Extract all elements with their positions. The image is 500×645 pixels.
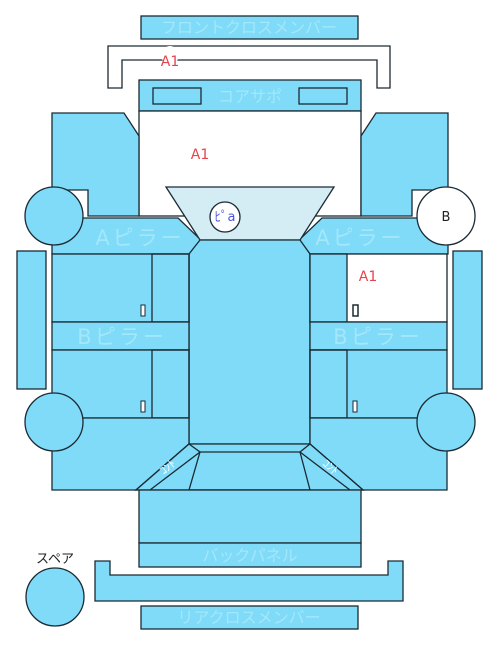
front-cross-member-label: フロントクロスメンバー bbox=[161, 18, 337, 37]
right-rear-door-handle bbox=[352, 400, 358, 413]
rear-bumper[interactable] bbox=[94, 560, 404, 602]
left-rear-wheel[interactable] bbox=[24, 392, 84, 452]
right-front-door-handle bbox=[352, 304, 359, 317]
windshield-mark: ﾋﾟa bbox=[215, 210, 236, 225]
back-panel[interactable] bbox=[138, 542, 362, 568]
right-rear-wheel[interactable] bbox=[416, 392, 476, 452]
spare-tire[interactable] bbox=[25, 567, 85, 627]
trunk-floor[interactable] bbox=[138, 489, 362, 544]
spare-label: スペア bbox=[36, 552, 74, 567]
right-front-door-pillar-strip bbox=[309, 253, 348, 323]
left-b-pillar[interactable] bbox=[51, 321, 190, 351]
left-b-pillar-label: Bピラー bbox=[77, 325, 166, 349]
front-cross-member[interactable] bbox=[140, 15, 359, 40]
core-support-left-opening bbox=[152, 87, 202, 105]
core-support-label: コアサポ bbox=[218, 87, 282, 106]
back-panel-label: バックパネル bbox=[202, 546, 297, 565]
rear-cross-member-label: リアクロスメンバー bbox=[177, 608, 320, 627]
hood-area-mark: A1 bbox=[191, 147, 209, 163]
right-front-wheel-mark: B bbox=[442, 210, 451, 225]
front-bumper-mark-bg bbox=[161, 46, 179, 64]
core-support-right-opening bbox=[298, 87, 348, 105]
front-cross-member-mark: A1 bbox=[161, 54, 179, 70]
front-bumper-outline bbox=[107, 45, 391, 89]
right-front-wheel[interactable] bbox=[416, 186, 476, 246]
right-a-pillar-label: Aピラー bbox=[315, 226, 404, 250]
left-front-door-handle bbox=[140, 304, 146, 317]
right-side-sill[interactable] bbox=[452, 250, 483, 390]
left-a-pillar-label: Aピラー bbox=[95, 226, 184, 250]
right-b-pillar-label: Bピラー bbox=[333, 325, 422, 349]
rear-cross-member[interactable] bbox=[140, 605, 359, 630]
left-front-door[interactable] bbox=[51, 253, 190, 323]
right-front-door-mark: A1 bbox=[359, 269, 377, 285]
pitting-mark-circle bbox=[209, 201, 241, 233]
roof[interactable] bbox=[188, 239, 311, 445]
left-front-wheel[interactable] bbox=[24, 186, 84, 246]
left-side-sill[interactable] bbox=[16, 250, 47, 390]
left-rear-door-handle bbox=[140, 400, 146, 413]
